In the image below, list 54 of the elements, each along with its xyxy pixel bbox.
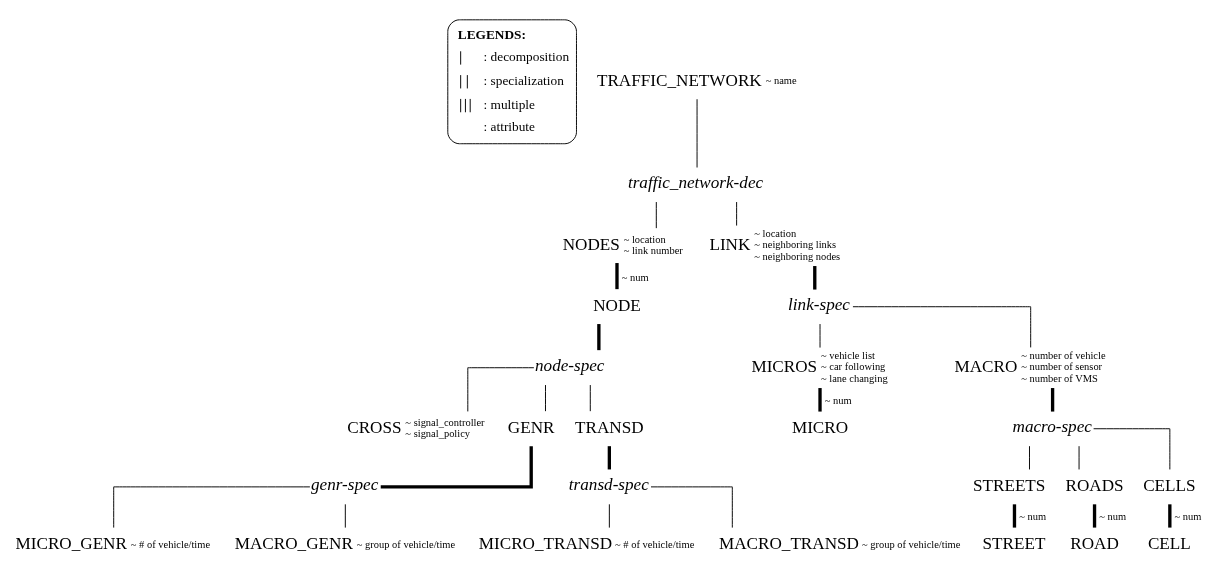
node-text: TRANSD bbox=[575, 417, 644, 437]
node-text: MACRO_GENR bbox=[234, 533, 353, 553]
label: LEGENDS: bbox=[457, 26, 526, 42]
node-text: macro-spec bbox=[1012, 416, 1092, 436]
node-label: ~ neighboring nodes bbox=[754, 250, 841, 262]
edge-label: ~ num bbox=[1099, 510, 1127, 522]
node-label: ~ # of vehicle/time bbox=[615, 538, 695, 550]
node-text: MICROS bbox=[751, 356, 818, 376]
node-label: ~ signal_controller bbox=[405, 416, 485, 428]
node-label: ~ number of sensor bbox=[1021, 360, 1103, 372]
node-label: ~ signal_policy bbox=[405, 427, 471, 439]
node-label: ~ number of VMS bbox=[1021, 372, 1098, 384]
node-text: MICRO_TRANSD bbox=[478, 533, 613, 553]
node-text: transd-spec bbox=[568, 474, 649, 494]
node-label: ~ group of vehicle/time bbox=[356, 538, 456, 550]
node-text: MACRO bbox=[954, 356, 1018, 376]
node-text: CELL bbox=[1147, 533, 1191, 553]
node-text: ROAD bbox=[1070, 533, 1119, 553]
node-text: CROSS bbox=[347, 417, 402, 437]
node-text: NODE bbox=[593, 295, 641, 315]
edge-label: ~ num bbox=[621, 271, 649, 283]
edge-label: ~ num bbox=[824, 394, 852, 406]
node-text: genr-spec bbox=[311, 474, 379, 494]
edge-label: ~ num bbox=[1174, 510, 1202, 522]
legend-label: : specialization bbox=[483, 72, 564, 88]
node-text: MICRO bbox=[791, 417, 849, 437]
node-label: ~ location bbox=[623, 233, 666, 245]
node-label: ~ group of vehicle/time bbox=[861, 538, 961, 550]
legend-label: : decomposition bbox=[483, 48, 570, 64]
legend-label: : attribute bbox=[483, 118, 535, 134]
node-text: ROADS bbox=[1065, 475, 1124, 495]
node-label: ~ vehicle list bbox=[820, 349, 875, 361]
node-label: ~ # of vehicle/time bbox=[130, 538, 211, 550]
node-text: TRAFFIC_NETWORK bbox=[596, 70, 762, 90]
node-label: ~ neighboring links bbox=[754, 238, 837, 250]
node-text: LINK bbox=[709, 234, 751, 254]
node-label: ~ location bbox=[754, 227, 797, 239]
node-text: CELLS bbox=[1143, 475, 1196, 495]
node-text: MICRO_GENR bbox=[15, 533, 127, 553]
node-label: ~ lane changing bbox=[820, 372, 888, 384]
node-text: STREETS bbox=[973, 475, 1046, 495]
node-text: GENR bbox=[507, 417, 555, 437]
legend-label: : multiple bbox=[483, 96, 535, 112]
node-text: link-spec bbox=[788, 294, 850, 314]
node-text: MACRO_TRANSD bbox=[718, 533, 859, 553]
edge-label: ~ num bbox=[1019, 510, 1047, 522]
node-label: ~ number of vehicle bbox=[1021, 349, 1106, 361]
node-label: ~ name bbox=[765, 74, 797, 86]
node-label: ~ link number bbox=[623, 244, 683, 256]
node-text: NODES bbox=[562, 234, 620, 254]
node-text: STREET bbox=[982, 533, 1046, 553]
node-text: traffic_network-dec bbox=[627, 172, 764, 192]
node-label: ~ car following bbox=[820, 360, 886, 372]
node-text: node-spec bbox=[535, 355, 605, 375]
